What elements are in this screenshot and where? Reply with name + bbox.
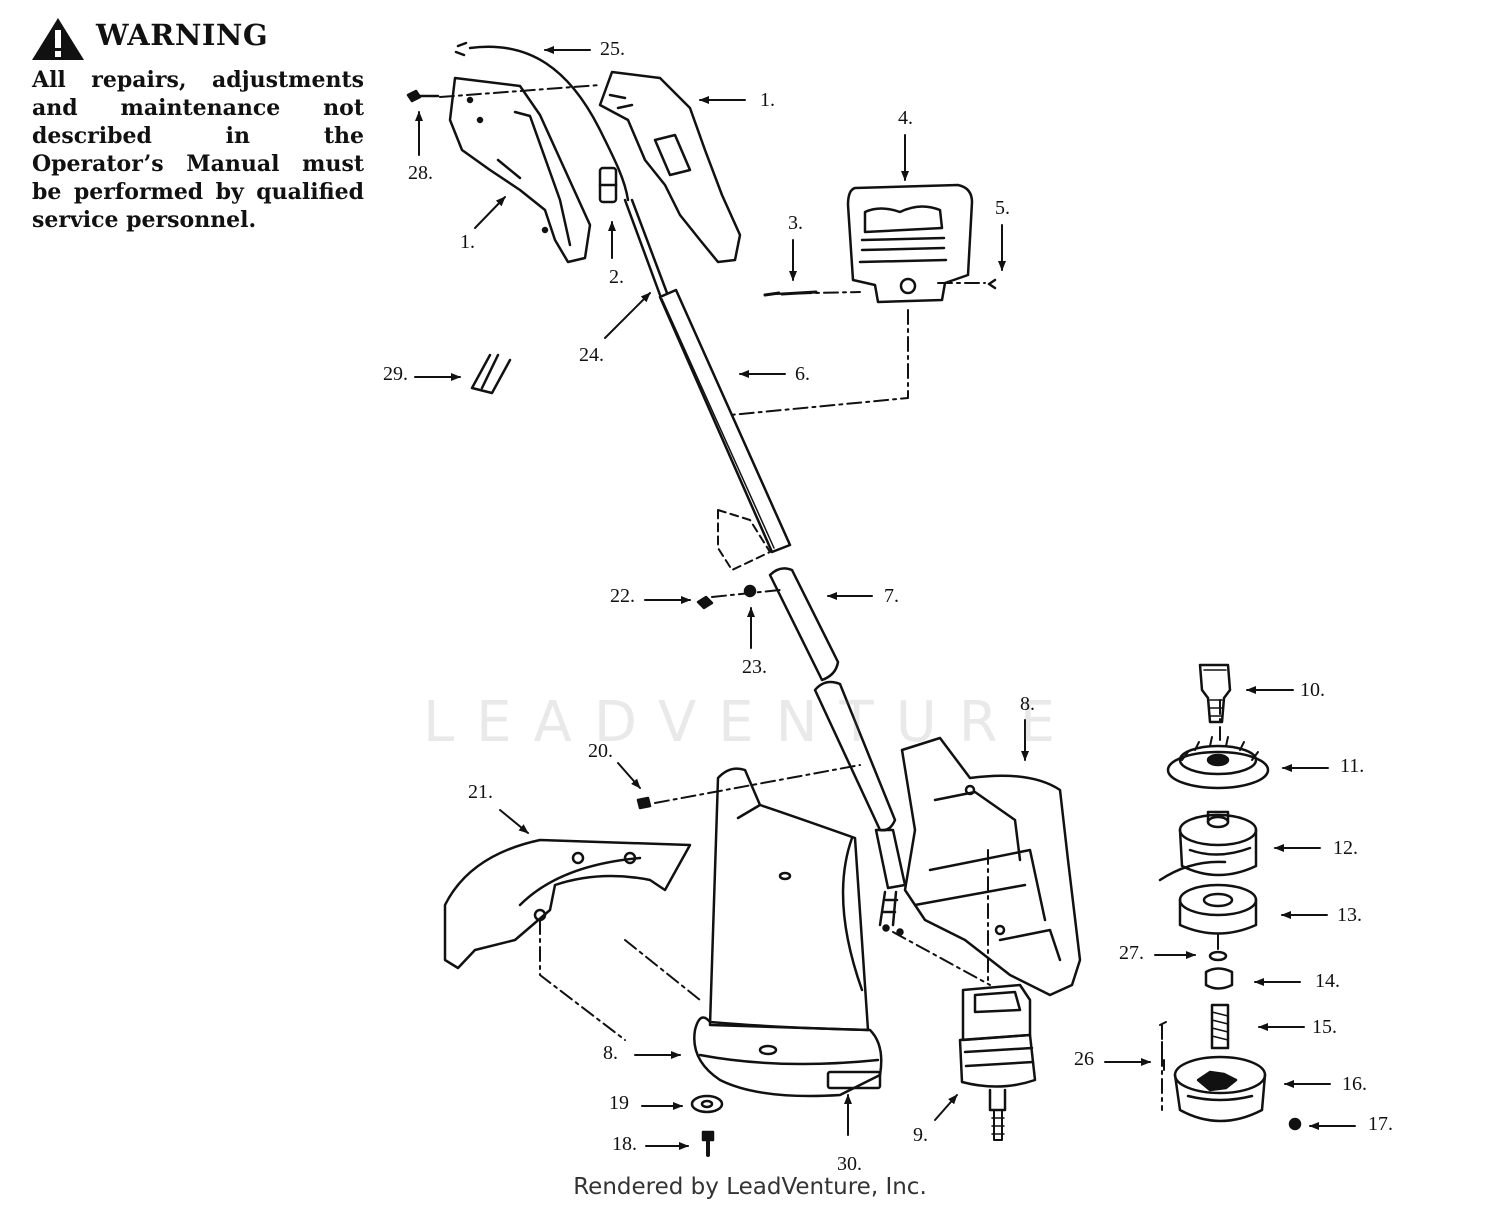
part-18-screw bbox=[701, 1130, 715, 1157]
callout-3: 3. bbox=[788, 212, 803, 234]
assembly-lines bbox=[439, 84, 1221, 1111]
callout-16: 16. bbox=[1342, 1073, 1367, 1095]
callout-19: 19 bbox=[609, 1092, 629, 1114]
part-15-spring bbox=[1210, 1003, 1230, 1050]
callout-9: 9. bbox=[913, 1124, 928, 1146]
part-29-clip bbox=[470, 353, 512, 395]
part-12-spool bbox=[1158, 810, 1258, 882]
callout-4: 4. bbox=[898, 107, 913, 129]
callout-10: 10. bbox=[1300, 679, 1325, 701]
part-7-lower-tube bbox=[768, 567, 907, 936]
part-8-motor-housing-right bbox=[900, 736, 1082, 997]
part-26-bracket bbox=[1159, 1021, 1167, 1071]
part-20-screw bbox=[636, 796, 652, 810]
callout-8-lower: 8. bbox=[603, 1042, 618, 1064]
callout-2: 2. bbox=[609, 266, 624, 288]
part-28-screw bbox=[406, 89, 440, 103]
part-22-screw bbox=[696, 595, 714, 610]
part-16-cap bbox=[1173, 1055, 1267, 1123]
callout-24: 24. bbox=[579, 344, 604, 366]
callout-8-upper: 8. bbox=[1020, 693, 1035, 715]
callout-15: 15. bbox=[1312, 1016, 1337, 1038]
callout-22: 22. bbox=[610, 585, 635, 607]
callout-18: 18. bbox=[612, 1133, 637, 1155]
callout-27: 27. bbox=[1119, 942, 1144, 964]
callout-1-left: 1. bbox=[460, 231, 475, 253]
part-27-washer bbox=[1208, 950, 1228, 962]
part-8-motor-housing-left bbox=[693, 767, 883, 1098]
callout-29: 29. bbox=[383, 363, 408, 385]
callout-20: 20. bbox=[588, 740, 613, 762]
part-24-cable bbox=[623, 198, 669, 297]
part-6-upper-tube bbox=[658, 288, 792, 571]
part-1-handle-left bbox=[448, 76, 592, 264]
part-11-fan bbox=[1166, 736, 1270, 790]
callout-17: 17. bbox=[1368, 1113, 1393, 1135]
part-4-auxiliary-handle bbox=[846, 183, 974, 304]
warning-title-text: WARNING bbox=[96, 18, 269, 52]
callout-13: 13. bbox=[1337, 904, 1362, 926]
callout-14: 14. bbox=[1315, 970, 1340, 992]
part-2-switch bbox=[598, 166, 618, 204]
callout-28: 28. bbox=[408, 162, 433, 184]
part-25-cord bbox=[454, 41, 630, 202]
part-17-nut bbox=[1288, 1117, 1302, 1131]
callout-21: 21. bbox=[468, 781, 493, 803]
warning-title: WARNING bbox=[34, 18, 268, 52]
callout-arrows bbox=[414, 46, 1356, 1150]
part-13-hub bbox=[1178, 883, 1258, 935]
part-5-nut bbox=[987, 278, 997, 290]
part-1-handle-right bbox=[598, 70, 742, 264]
callout-25: 25. bbox=[600, 38, 625, 60]
callout-5: 5. bbox=[995, 197, 1010, 219]
callout-6: 6. bbox=[795, 363, 810, 385]
part-21-guard bbox=[443, 838, 692, 970]
part-23-nut bbox=[743, 584, 757, 598]
callout-11: 11. bbox=[1340, 755, 1365, 777]
watermark: LEADVENTURE bbox=[422, 690, 1078, 755]
part-14-clip bbox=[1204, 967, 1234, 990]
callout-26: 26 bbox=[1074, 1048, 1094, 1070]
part-10-bolt bbox=[1198, 663, 1232, 724]
part-9-motor bbox=[958, 983, 1037, 1141]
part-3-screw bbox=[763, 290, 818, 297]
callout-7: 7. bbox=[884, 585, 899, 607]
callout-30: 30. bbox=[837, 1153, 862, 1175]
warning-icon bbox=[32, 18, 84, 60]
footer-credit: Rendered by LeadVenture, Inc. bbox=[573, 1174, 927, 1200]
warning-body: All repairs, adjustments and maintenance… bbox=[32, 67, 364, 233]
callout-12: 12. bbox=[1333, 837, 1358, 859]
part-19-washer bbox=[690, 1094, 724, 1114]
callout-1-right: 1. bbox=[760, 89, 775, 111]
callout-23: 23. bbox=[742, 656, 767, 678]
